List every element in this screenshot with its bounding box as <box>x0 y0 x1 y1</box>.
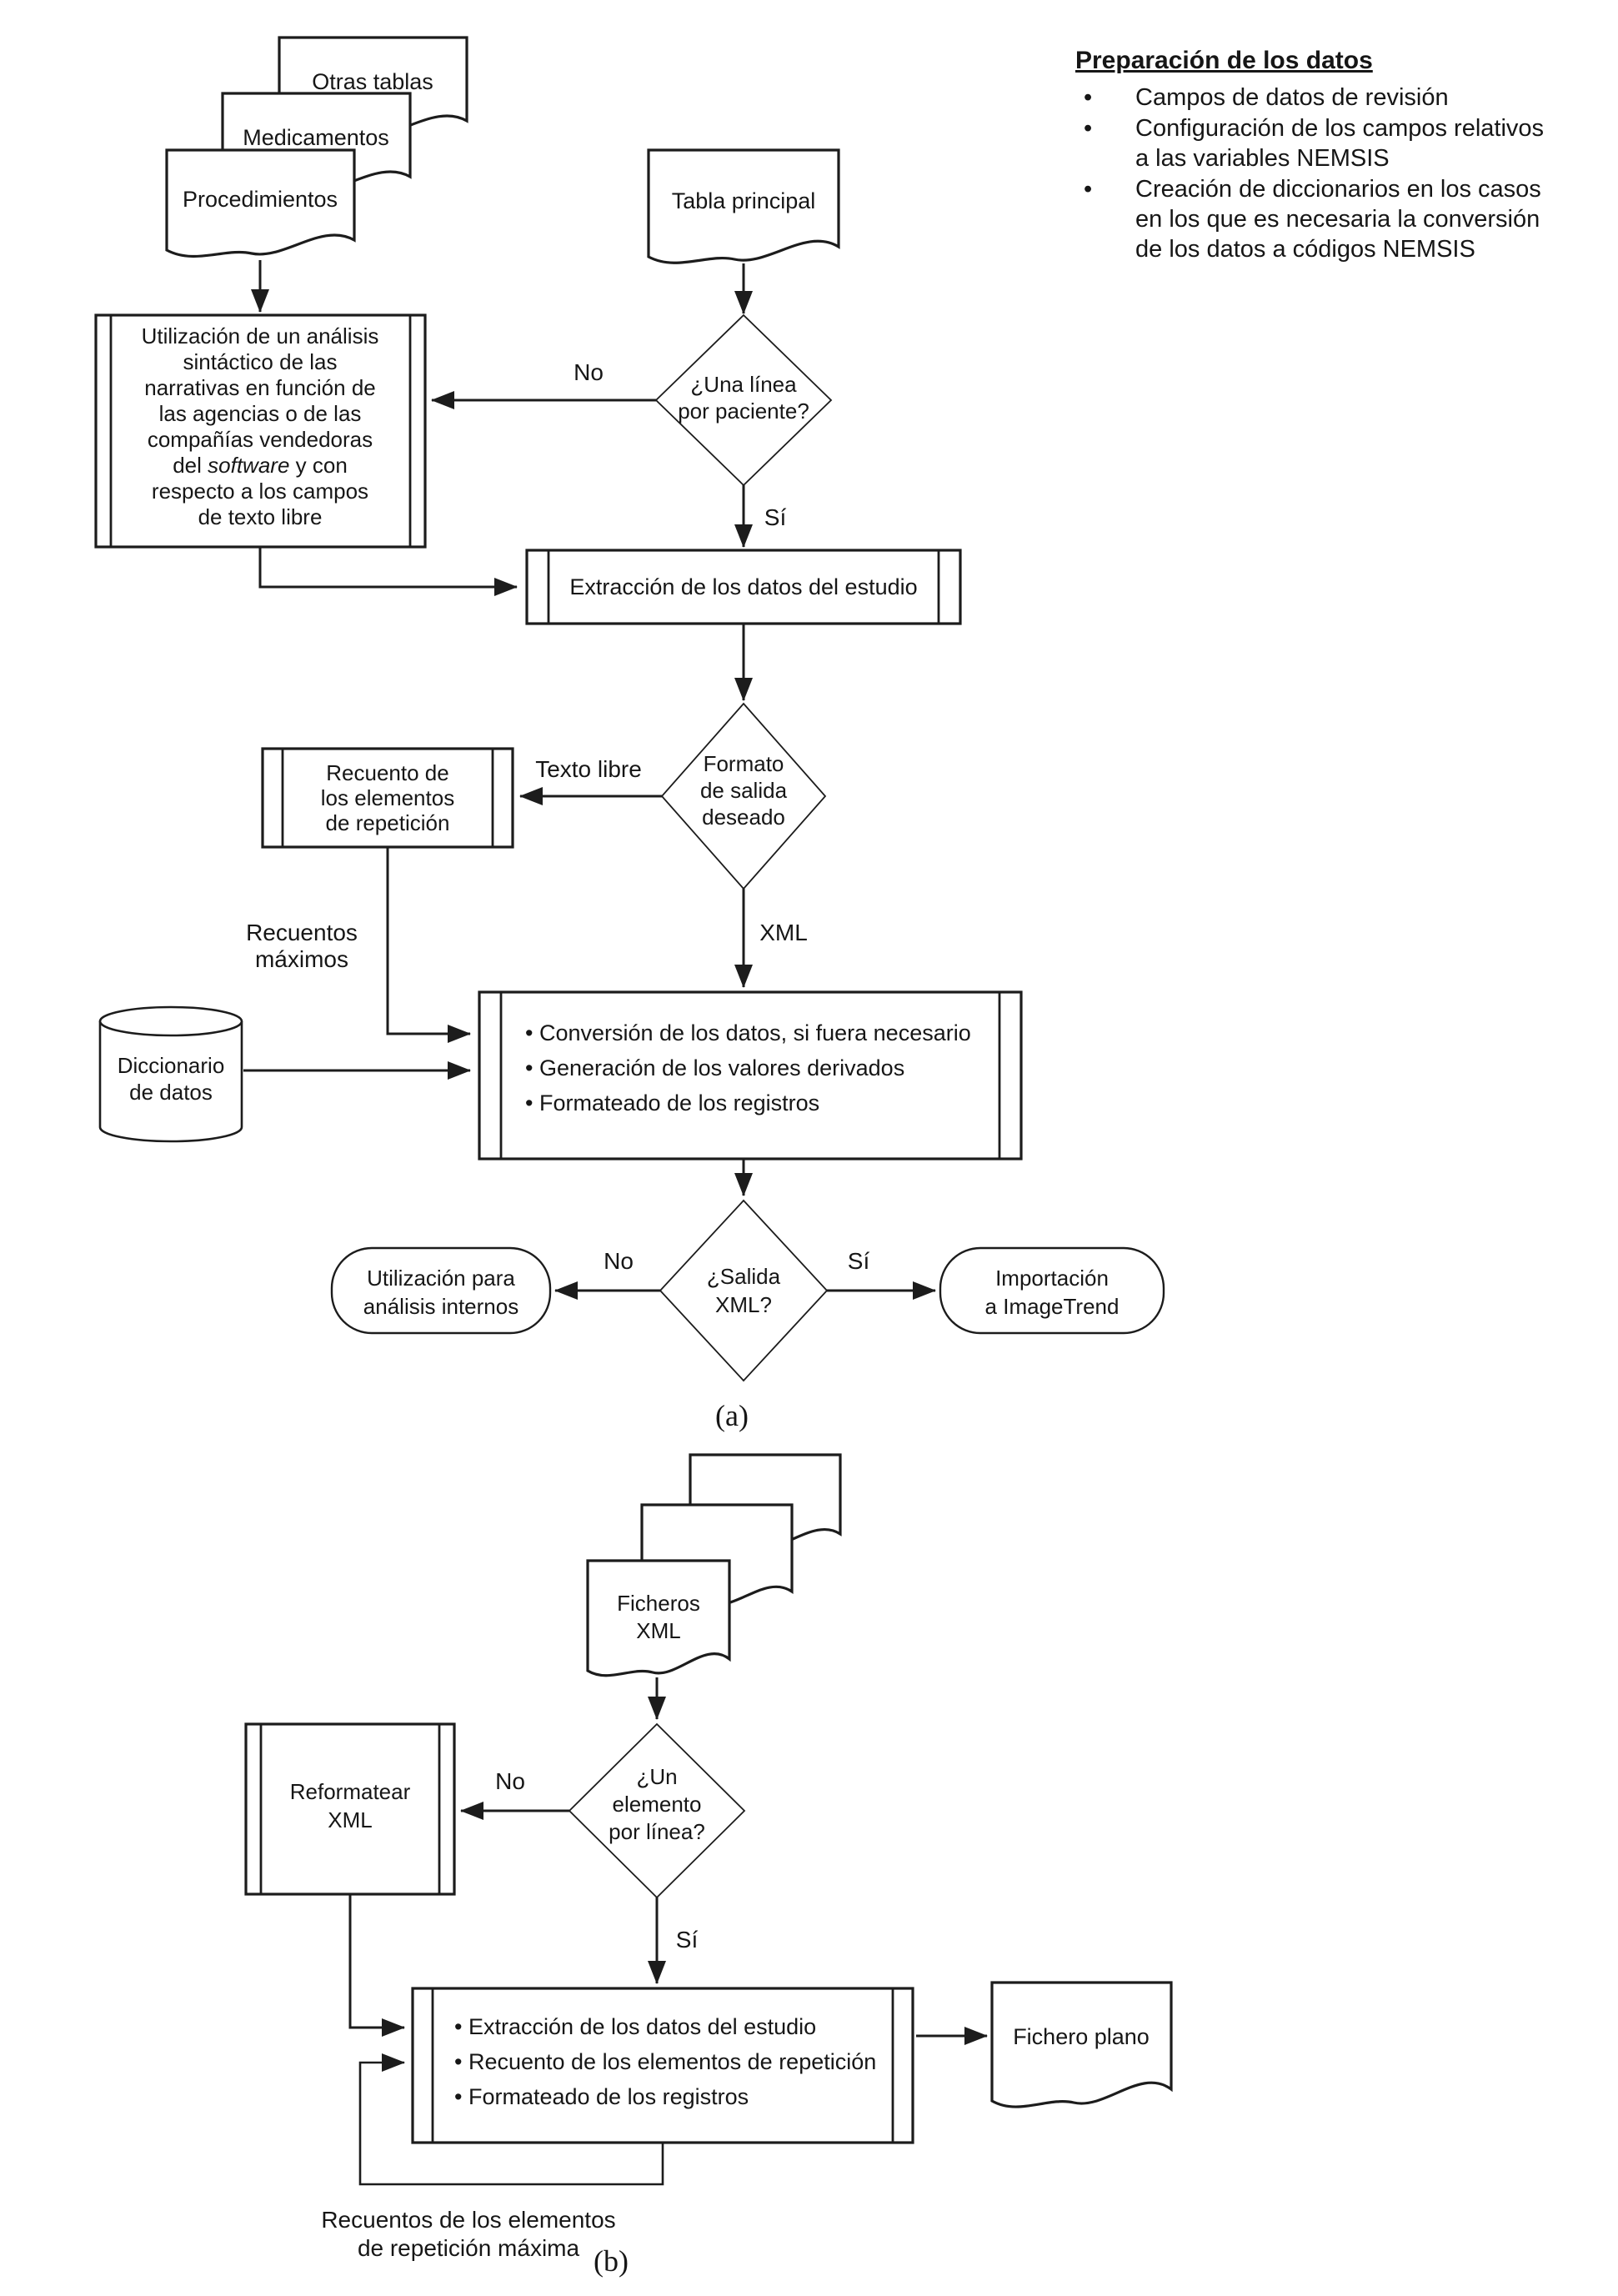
document-label: XML <box>636 1618 680 1643</box>
decision-salida-xml: ¿Salida XML? <box>659 1199 829 1382</box>
database-diccionario: Diccionario de datos <box>98 1005 243 1143</box>
notes-item: Configuración de los campos relativos <box>1135 115 1544 142</box>
document-label: Otras tablas <box>312 69 433 94</box>
document-procedimientos: Procedimientos <box>165 148 356 258</box>
process-recuento-repeticion: Recuento de los elementos de repetición <box>261 747 514 849</box>
process-label: las agencias o de las <box>159 401 362 426</box>
process-extraccion-datos: Extracción de los datos del estudio <box>525 549 962 625</box>
process-label: de texto libre <box>198 504 323 529</box>
decision-label: XML? <box>715 1292 772 1317</box>
process-label: Recuento de <box>326 760 448 785</box>
edge-label-recuentos-maximos: Recuentos <box>246 920 358 945</box>
decision-label: deseado <box>702 805 785 830</box>
process-parse-narratives: Utilización de un análisis sintáctico de… <box>94 313 427 549</box>
branch-label-no: No <box>604 1248 634 1274</box>
document-label: Procedimientos <box>183 187 338 212</box>
terminator-label: Utilización para <box>367 1266 515 1291</box>
process-bullet: • Recuento de los elementos de repetició… <box>454 2049 876 2074</box>
branch-label-no: No <box>495 1768 525 1794</box>
terminator-importacion-imagetrend: Importación a ImageTrend <box>939 1246 1165 1335</box>
decision-label: ¿Salida <box>707 1264 781 1289</box>
process-conversion-generacion-formateado: • Conversión de los datos, si fuera nece… <box>478 990 1023 1161</box>
process-label: sintáctico de las <box>183 349 338 374</box>
decision-label: de salida <box>700 778 788 803</box>
notes-block: Preparación de los datos • Campos de dat… <box>1075 47 1544 263</box>
branch-label-no: No <box>574 359 604 385</box>
process-label: respecto a los campos <box>152 479 368 504</box>
branch-label-si: Sí <box>848 1248 870 1274</box>
connector-loop-recuentos <box>358 2053 664 2186</box>
decision-una-linea-por-paciente: ¿Una línea por paciente? <box>654 313 833 487</box>
terminator-analisis-internos: Utilización para análisis internos <box>330 1246 552 1335</box>
database-label: de datos <box>129 1080 213 1105</box>
notes-item: a las variables NEMSIS <box>1135 145 1390 172</box>
process-bullet: • Extracción de los datos del estudio <box>454 2014 816 2039</box>
document-tabla-principal: Tabla principal <box>647 148 840 264</box>
document-label: Tabla principal <box>672 188 816 213</box>
process-bullet: • Generación de los valores derivados <box>525 1055 904 1080</box>
process-label: narrativas en función de <box>144 375 376 400</box>
process-label: Reformatear <box>290 1779 411 1804</box>
branch-label-xml: XML <box>759 920 808 945</box>
notes-title: Preparación de los datos <box>1075 47 1373 74</box>
loop-label: de repetición máxima <box>358 2235 580 2261</box>
panel-b: Ficheros XML ¿Un elemento por línea? No … <box>244 1453 1173 2278</box>
edge-label-recuentos-maximos: máximos <box>255 946 348 972</box>
terminator-label: análisis internos <box>363 1294 518 1319</box>
connector-reformatear-to-box <box>348 1894 405 2037</box>
notes-item: en los que es necesaria la conversión <box>1135 206 1540 233</box>
connector-recuento-to-bigbox <box>386 847 471 1043</box>
decision-un-elemento-por-linea: ¿Un elemento por línea? <box>568 1722 746 1899</box>
document-ficheros-xml: Ficheros XML <box>586 1559 731 1677</box>
bullet-icon: • <box>1084 115 1092 142</box>
branch-label-texto-libre: Texto libre <box>535 756 642 782</box>
process-label: del software y con <box>173 453 348 478</box>
decision-formato-salida: Formato de salida deseado <box>660 702 827 890</box>
process-bullet: • Formateado de los registros <box>525 1090 819 1115</box>
document-fichero-plano: Fichero plano <box>990 1981 1173 2108</box>
process-extraccion-recuento-formateado: • Extracción de los datos del estudio • … <box>411 1987 914 2144</box>
decision-label: ¿Un <box>636 1764 677 1789</box>
process-label: Extracción de los datos del estudio <box>569 574 917 599</box>
panel-a: Otras tablas Medicamentos Procedimientos… <box>94 36 1165 1432</box>
process-label: compañías vendedoras <box>148 427 373 452</box>
document-label: Medicamentos <box>243 125 389 150</box>
process-reformatear-xml: Reformatear XML <box>244 1722 456 1896</box>
decision-label: por línea? <box>609 1819 705 1844</box>
terminator-label: a ImageTrend <box>985 1294 1120 1319</box>
process-bullet: • Formateado de los registros <box>454 2084 749 2109</box>
bullet-icon: • <box>1084 84 1092 111</box>
decision-label: elemento <box>613 1792 702 1817</box>
process-label: de repetición <box>326 810 450 835</box>
process-label: XML <box>328 1807 372 1832</box>
process-bullet: • Conversión de los datos, si fuera nece… <box>525 1020 971 1045</box>
database-label: Diccionario <box>118 1053 225 1078</box>
branch-label-si: Sí <box>676 1927 699 1953</box>
decision-label: por paciente? <box>678 399 809 424</box>
terminator-label: Importación <box>995 1266 1109 1291</box>
decision-label: ¿Una línea <box>690 372 797 397</box>
panel-b-caption: (b) <box>594 2244 629 2278</box>
notes-item: de los datos a códigos NEMSIS <box>1135 236 1475 263</box>
process-label: los elementos <box>321 785 454 810</box>
panel-a-caption: (a) <box>715 1399 749 1432</box>
document-label: Ficheros <box>617 1591 700 1616</box>
connector-parse-to-extraccion <box>258 547 518 596</box>
process-label: Utilización de un análisis <box>142 323 379 348</box>
document-label: Fichero plano <box>1013 2024 1150 2049</box>
notes-item: Campos de datos de revisión <box>1135 84 1449 111</box>
notes-item: Creación de diccionarios en los casos <box>1135 176 1541 203</box>
loop-label: Recuentos de los elementos <box>321 2207 615 2233</box>
decision-label: Formato <box>704 751 784 776</box>
branch-label-si: Sí <box>764 504 787 530</box>
bullet-icon: • <box>1084 176 1092 203</box>
